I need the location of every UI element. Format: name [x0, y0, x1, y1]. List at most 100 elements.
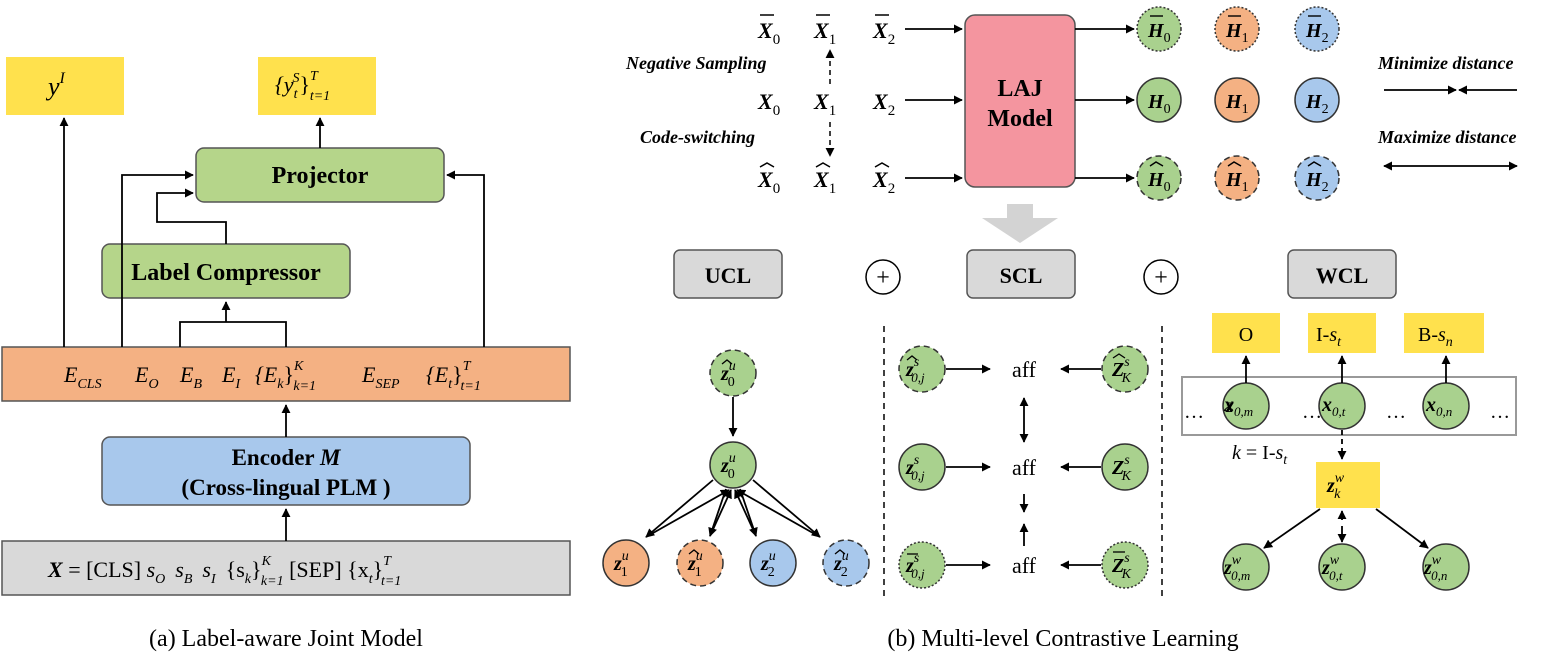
svg-text:zu1: zu1: [613, 549, 629, 580]
svg-text:H0: H0: [1147, 20, 1171, 46]
z-0m-w: [1222, 543, 1270, 591]
svg-text:z: z: [1225, 395, 1234, 417]
laj-label-1: LAJ: [997, 76, 1042, 102]
negative-sampling-label: Negative Sampling: [625, 53, 767, 73]
embed-cls: ECLS: [63, 362, 102, 392]
h-accents: [1149, 15, 1322, 167]
x-0: X0: [757, 89, 780, 119]
aff-1: aff: [1012, 357, 1037, 382]
plus-icon-2: [1143, 259, 1179, 295]
label-i-box: [1308, 313, 1376, 353]
h-bar-2: [1294, 6, 1340, 52]
k-eq-label: k = I-st: [1232, 442, 1288, 468]
x-hat-2: X2: [872, 167, 895, 197]
h-2: [1294, 77, 1340, 123]
plus-icon-1: [865, 259, 901, 295]
h-hat-2: [1294, 155, 1340, 201]
x-1: X1: [813, 89, 836, 119]
embed-b: EB: [179, 362, 202, 392]
svg-text:zs0,j: zs0,j: [905, 453, 925, 483]
projector-label: Projector: [272, 163, 369, 189]
aff-2: aff: [1012, 455, 1037, 480]
x-0n: [1422, 382, 1470, 430]
label-i: I-st: [1316, 324, 1342, 350]
svg-text:…: …: [1490, 401, 1510, 423]
ucl-box: [673, 249, 783, 299]
laj-model-box: [964, 14, 1076, 188]
x-bar-0: X0: [757, 18, 780, 48]
Z-bar-K-s: [1101, 541, 1149, 589]
svg-text:zw0,m: zw0,m: [1223, 553, 1250, 583]
svg-text:zs0,j: zs0,j: [905, 551, 925, 581]
intent-output-box: [6, 57, 124, 115]
h-bar-0: [1136, 6, 1182, 52]
svg-text:zw0,t: zw0,t: [1321, 553, 1343, 583]
svg-text:H2: H2: [1305, 169, 1329, 195]
svg-text:zu0: zu0: [720, 451, 736, 482]
zk-box: [1316, 462, 1380, 508]
z-0n-w: [1422, 543, 1470, 591]
h-0: [1136, 77, 1182, 123]
maximize-distance-label: Maximize distance: [1377, 127, 1517, 147]
ucl-label: UCL: [705, 263, 751, 288]
legend-arrows: [1383, 85, 1518, 171]
x-rows: X0 X1 X2 X0 X1 X2 X0 X1 X2: [757, 18, 895, 197]
minimize-distance-label: Minimize distance: [1377, 53, 1514, 73]
x-bar-2: X2: [872, 18, 895, 48]
embedding-bar: [1, 346, 571, 402]
wcl-box: [1287, 249, 1397, 299]
Z-K-s: [1101, 443, 1149, 491]
laj-label-2: Model: [987, 106, 1053, 132]
caption-b: (b) Multi-level Contrastive Learning: [887, 626, 1238, 652]
section-dividers: [883, 326, 1163, 600]
label-compressor-label: Label Compressor: [131, 260, 321, 286]
laj-arrows: [905, 24, 1135, 183]
svg-text:ZsK: ZsK: [1111, 453, 1132, 484]
svg-text:ZsK: ZsK: [1111, 551, 1132, 582]
code-switching-label: Code-switching: [640, 127, 755, 147]
z-0t-w: [1318, 543, 1366, 591]
x-bar-1: X1: [813, 18, 836, 48]
h-hat-0: [1136, 155, 1182, 201]
label-o: O: [1239, 324, 1253, 346]
svg-text:H0: H0: [1147, 91, 1171, 117]
plus-2: +: [1154, 265, 1168, 291]
z-hat-0-u: [709, 349, 757, 397]
x-hat-1: X1: [813, 167, 836, 197]
embed-i: EI: [221, 362, 241, 392]
label-b: B-sn: [1418, 324, 1453, 350]
svg-text:H2: H2: [1305, 20, 1329, 46]
svg-text:H2: H2: [1305, 91, 1329, 117]
scl-box: [966, 249, 1076, 299]
embed-o: EO: [134, 362, 159, 392]
svg-text:…: …: [1386, 401, 1406, 423]
plus-1: +: [876, 265, 890, 291]
label-b-box: [1404, 313, 1484, 353]
svg-text:zwk: zwk: [1326, 471, 1345, 502]
svg-text:zu1: zu1: [687, 549, 703, 580]
panel-b: X0 X1 X2 X0 X1 X2 X0 X1 X2 Negative Samp…: [602, 6, 1518, 652]
svg-text:zu2: zu2: [833, 549, 849, 580]
x-0t: [1318, 382, 1366, 430]
svg-text:zu0: zu0: [720, 359, 736, 390]
encoder-label: Encoder M: [232, 445, 342, 470]
z-1-u: [602, 539, 650, 587]
svg-text:H1: H1: [1225, 169, 1249, 195]
svg-text:ZsK: ZsK: [1111, 355, 1132, 386]
flow-down-arrow: [982, 204, 1058, 243]
svg-text:zw0,n: zw0,n: [1423, 553, 1447, 583]
intent-output-label: yI: [45, 70, 66, 101]
x-2: X2: [872, 89, 895, 119]
z-hat-2-u: [822, 539, 870, 587]
slot-output-box: [258, 57, 376, 115]
panel-a-connectors: [59, 117, 485, 541]
